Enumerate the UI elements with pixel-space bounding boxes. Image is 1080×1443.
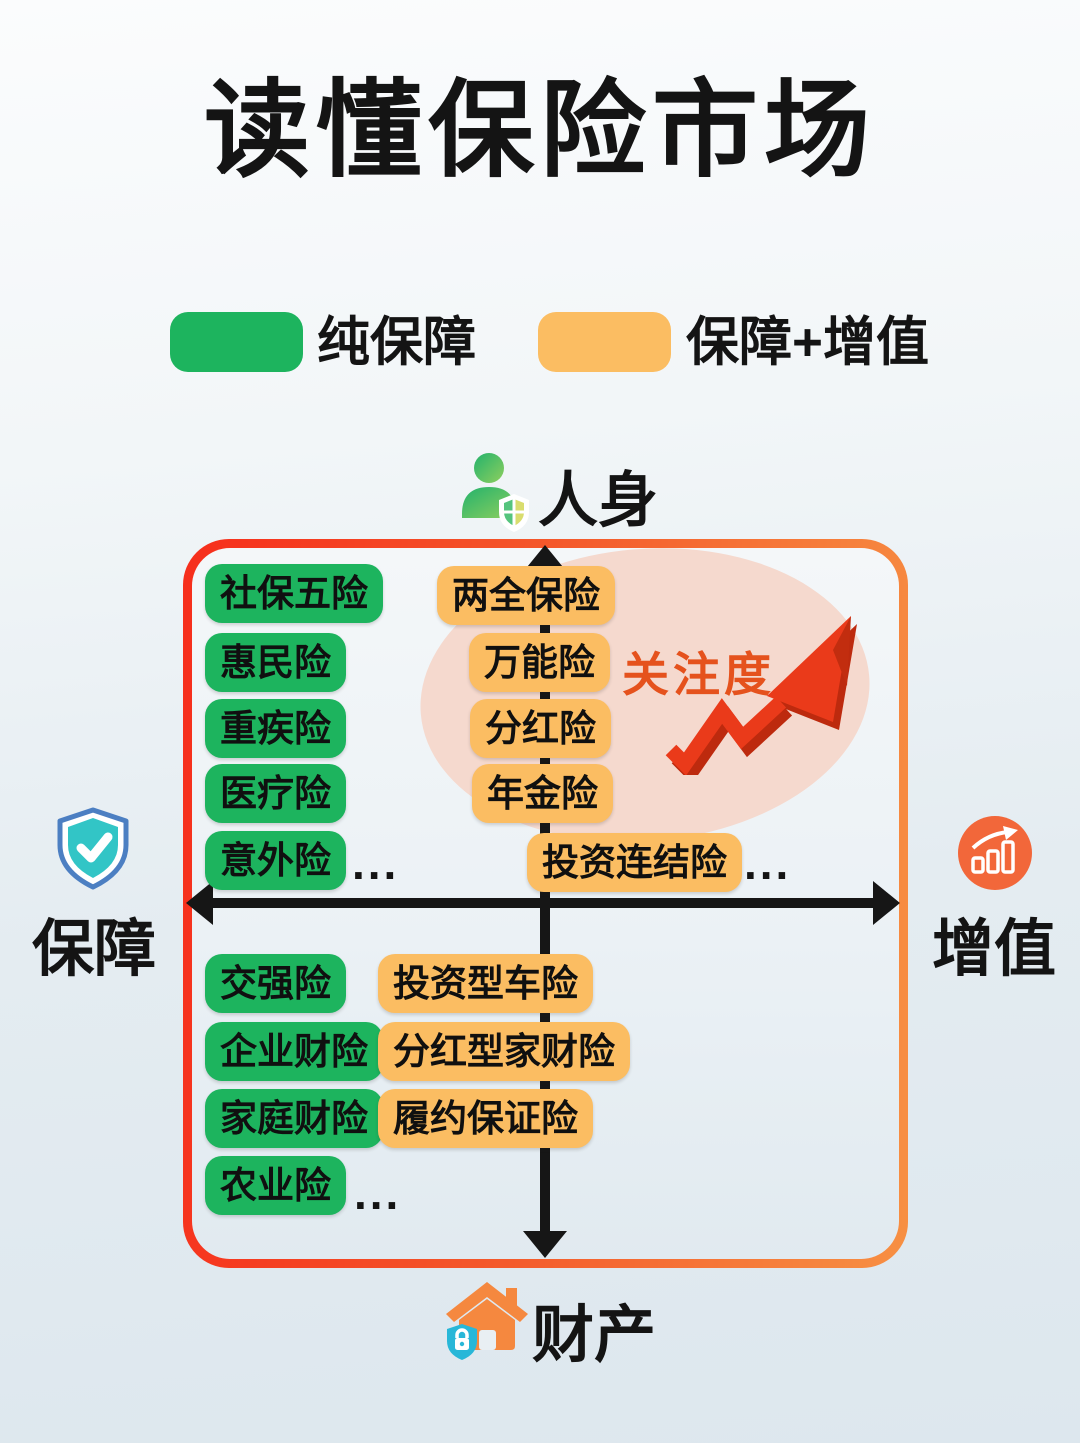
axis-arrow-right-icon — [873, 881, 900, 925]
house-lock-icon — [446, 1282, 528, 1360]
legend-swatch-protection-plus-growth — [538, 312, 671, 372]
pill-social-five: 社保五险 — [205, 564, 383, 624]
pill-agriculture: 农业险 — [205, 1156, 346, 1216]
pill-medical: 医疗险 — [205, 764, 346, 824]
growth-chart-icon — [958, 816, 1032, 890]
axis-label-life: 人身 — [538, 467, 658, 534]
person-shield-icon — [462, 453, 529, 532]
more-dots-life-protection: ... — [352, 837, 400, 889]
legend-label-pure-protection: 纯保障 — [317, 313, 476, 372]
legend-label-protection-plus-growth: 保障+增值 — [686, 313, 929, 372]
pill-investment-linked: 投资连结险 — [527, 833, 742, 893]
vertical-axis-line — [540, 556, 550, 1238]
pill-participating-home: 分红型家财险 — [378, 1022, 630, 1082]
legend-swatch-pure-protection — [170, 312, 303, 372]
more-dots-life-growth: ... — [744, 837, 792, 889]
pill-compulsory-traffic: 交强险 — [205, 954, 346, 1014]
shield-check-icon — [57, 807, 129, 890]
axis-label-property: 财产 — [532, 1301, 657, 1370]
pill-annuity: 年金险 — [472, 764, 613, 824]
trend-up-arrow-icon — [665, 616, 857, 775]
pill-investment-auto: 投资型车险 — [378, 954, 593, 1014]
pill-critical-illness: 重疾险 — [205, 699, 346, 759]
page-title: 读懂保险市场 — [204, 72, 876, 190]
axis-arrow-left-icon — [186, 881, 213, 925]
more-dots-property-protection: ... — [354, 1167, 402, 1219]
axis-label-growth: 增值 — [932, 915, 1057, 984]
attention-label: 关注度 — [622, 648, 775, 701]
pill-participating: 分红险 — [470, 699, 611, 759]
axis-arrow-down-icon — [523, 1231, 567, 1258]
pill-home-property: 家庭财险 — [205, 1089, 383, 1149]
horizontal-axis-line — [198, 898, 890, 908]
axis-label-protection: 保障 — [32, 915, 157, 984]
pill-accident: 意外险 — [205, 831, 346, 891]
pill-performance-bond: 履约保证险 — [378, 1089, 593, 1149]
pill-huimin: 惠民险 — [205, 633, 346, 693]
pill-universal: 万能险 — [469, 633, 610, 693]
pill-endowment: 两全保险 — [437, 566, 615, 626]
pill-enterprise-property: 企业财险 — [205, 1022, 383, 1082]
